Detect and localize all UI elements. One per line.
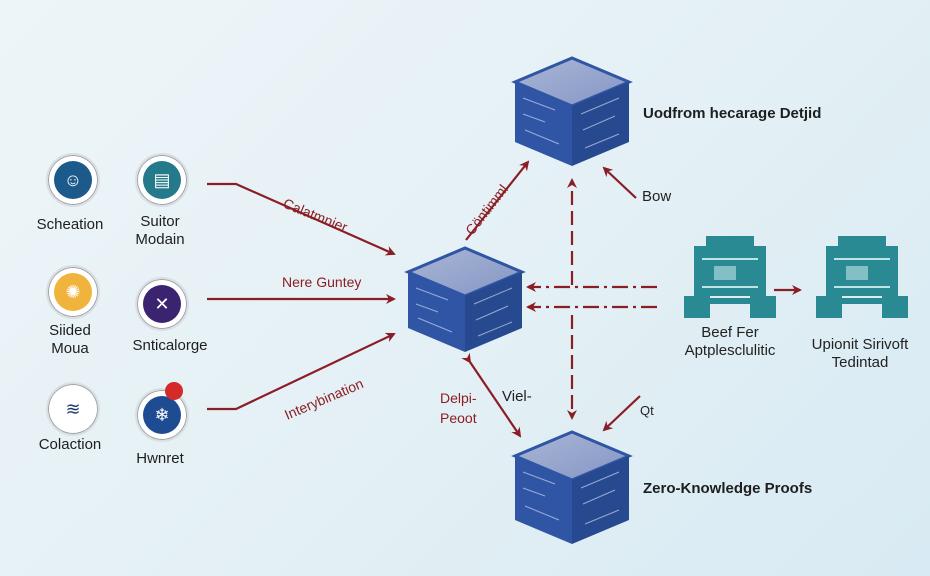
label-siided-moua: Siided Moua [49, 322, 91, 357]
label-qt: Qt [640, 403, 654, 418]
label-bow: Bow [642, 188, 672, 205]
label-scheation: Scheation [36, 216, 104, 233]
label-server-left: Beef Fer Aptplesclulitic [684, 324, 776, 359]
arrow-up-diagonal [465, 160, 530, 241]
cube-center[interactable] [404, 246, 526, 352]
arrow-bow [602, 166, 637, 199]
arrow-bottom-left [207, 332, 396, 411]
sun-icon: ✺ [54, 273, 92, 311]
arrow-top-left [207, 182, 396, 256]
label-suitor-modain: Suitor Modain [135, 213, 185, 248]
node-colaction[interactable]: ≋ [46, 382, 100, 436]
label-nere-guntey: Nere Guntey [282, 274, 362, 290]
notification-badge [165, 382, 183, 400]
wave-icon: ≋ [54, 390, 92, 428]
label-zero-knowledge-proofs: Zero-Knowledge Proofs [643, 480, 813, 497]
arrow-qt [602, 395, 641, 432]
node-scheation[interactable]: ☺ [46, 153, 100, 207]
node-hwnret[interactable]: ❄ [135, 388, 189, 442]
hammer-icon: ✕ [143, 285, 181, 323]
cube-bottom[interactable] [511, 430, 633, 544]
label-snticalorge: Snticalorge [132, 337, 208, 354]
label-hwnret: Hwnret [136, 450, 184, 467]
label-server-right: Upionit Sirivoft Tedintad [811, 336, 909, 371]
book-icon: ▤ [143, 161, 181, 199]
label-viel: Viel- [502, 388, 532, 405]
node-suitor-modain[interactable]: ▤ [135, 153, 189, 207]
label-colaction: Colaction [38, 436, 102, 453]
label-delpi-peoot: Delpi- Peoot [440, 390, 477, 426]
server-right[interactable] [816, 236, 908, 318]
face-icon: ☺ [54, 161, 92, 199]
node-siided-moua[interactable]: ✺ [46, 265, 100, 319]
arrow-double-diagonal [461, 352, 522, 438]
label-top-cube: Uodfrom hecarage Detjid [643, 105, 822, 122]
server-left[interactable] [684, 236, 776, 318]
snowflake-icon: ❄ [143, 396, 181, 434]
node-snticalorge[interactable]: ✕ [135, 277, 189, 331]
cube-top[interactable] [511, 56, 633, 166]
